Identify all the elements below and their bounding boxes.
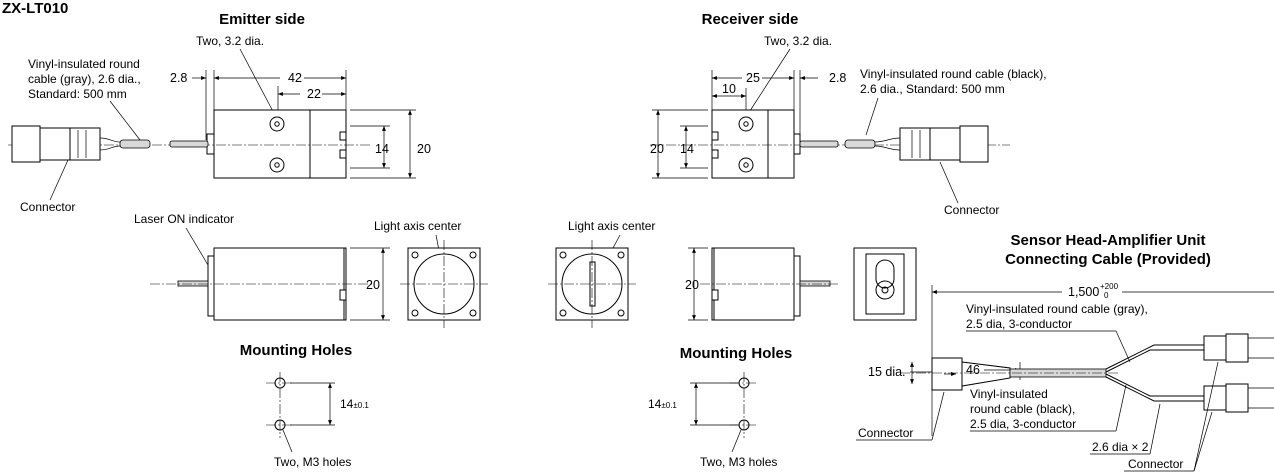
cable-length-value: 1,500 [1068,285,1099,299]
cable-black-label-2: round cable (black), [970,402,1075,416]
cable-dia-15: 15 dia. [868,365,906,379]
emitter-dim-22: 22 [307,87,321,101]
receiver-connector-label: Connector [944,203,999,217]
cable-section: Sensor Head-Amplifier Unit Connecting Ca… [856,232,1274,472]
receiver-mount-dim: 14±0.1 [648,397,677,411]
emitter-mount-holes-label: Two, M3 holes [274,455,351,469]
receiver-dim-14: 14 [680,142,694,156]
emitter-cable-label-1: Vinyl-insulated round [28,57,140,71]
emitter-side-dim-20: 20 [366,278,380,292]
cable-connector-right: Connector [1128,457,1183,471]
receiver-cable-label-1: Vinyl-insulated round cable (black), [860,67,1047,81]
cable-length: 1,500 [1068,285,1099,299]
emitter-dim-20: 20 [417,142,431,156]
cable-gray-label-1: Vinyl-insulated round cable (gray), [966,302,1148,316]
emitter-cable-label-2: cable (gray), 2.6 dia., [28,72,141,86]
receiver-section: Receiver side Two, 3.2 dia. Vinyl-insula… [548,11,1047,469]
receiver-side-dim-20: 20 [685,278,699,292]
emitter-laser-label: Laser ON indicator [134,212,234,226]
emitter-dim-14: 14 [375,142,389,156]
cable-black-label-1: Vinyl-insulated [970,387,1048,401]
receiver-mount-heading: Mounting Holes [680,345,793,362]
receiver-dim-2-8: 2.8 [829,71,846,85]
receiver-axis-label: Light axis center [568,219,655,233]
emitter-section: Emitter side Two, 3.2 dia. Vinyl-insulat… [8,11,488,469]
cable-heading-2: Connecting Cable (Provided) [1005,251,1211,268]
emitter-mount-heading: Mounting Holes [240,342,353,359]
cable-dim-46: 46 [966,363,980,377]
emitter-connector-label: Connector [20,200,75,214]
emitter-axis-label: Light axis center [374,219,461,233]
model-label: ZX-LT010 [2,0,68,17]
receiver-dim-20: 20 [650,142,664,156]
emitter-dim-2-8: 2.8 [170,71,187,85]
emitter-mount-dim-value: 14 [340,397,354,411]
cable-tol-plus: +200 [1100,282,1119,291]
emitter-mount-dim-tol: ±0.1 [353,401,369,410]
receiver-heading: Receiver side [702,11,799,28]
cable-dia-x2: 2.6 dia × 2 [1092,440,1149,454]
receiver-mount-holes-label: Two, M3 holes [700,455,777,469]
emitter-holes-label: Two, 3.2 dia. [196,34,264,48]
cable-heading-1: Sensor Head-Amplifier Unit [1010,232,1205,249]
cable-black-label-3: 2.5 dia, 3-conductor [970,417,1076,431]
cable-tol-minus: 0 [1104,291,1109,300]
emitter-mount-dim: 14±0.1 [340,397,369,411]
receiver-dim-10: 10 [722,82,736,96]
cable-connector-left: Connector [858,426,913,440]
emitter-cable-label-3: Standard: 500 mm [28,87,127,101]
receiver-cable-label-2: 2.6 dia., Standard: 500 mm [860,82,1005,96]
emitter-heading: Emitter side [219,11,305,28]
cable-gray-label-2: 2.5 dia, 3-conductor [966,317,1072,331]
emitter-dim-42: 42 [288,71,302,85]
receiver-mount-dim-tol: ±0.1 [661,401,677,410]
receiver-mount-dim-value: 14 [648,397,662,411]
receiver-dim-25: 25 [746,71,760,85]
receiver-holes-label: Two, 3.2 dia. [764,34,832,48]
